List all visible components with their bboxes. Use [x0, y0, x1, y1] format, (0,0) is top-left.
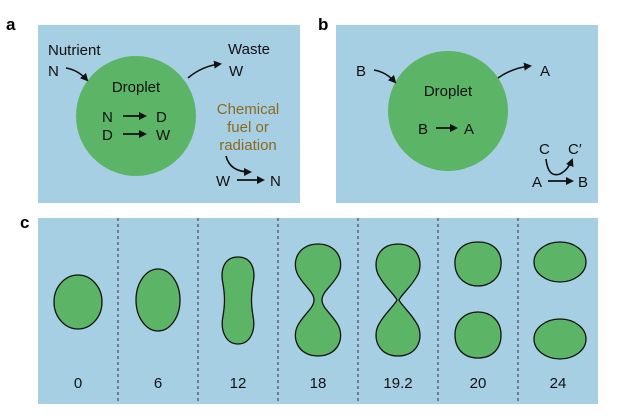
stage-dividers	[117, 218, 519, 404]
output-b-arrow	[497, 62, 532, 79]
waste-arrow	[187, 60, 222, 79]
droplet-stage-6	[135, 268, 181, 332]
panel-a-letter: a	[6, 15, 16, 34]
droplet-a-label: Droplet	[112, 79, 161, 96]
time-label: 6	[154, 375, 162, 392]
input-b-arrow	[373, 69, 397, 84]
waste-label: Waste	[228, 41, 270, 58]
cofactor-arrow	[545, 158, 574, 176]
time-label: 18	[310, 375, 327, 392]
regen-b-left: A	[532, 174, 542, 191]
cofactor-in: C	[539, 141, 550, 158]
droplet-b-label: Droplet	[424, 83, 473, 100]
reaction-b-left: B	[418, 121, 428, 138]
droplet-stage-12	[221, 256, 255, 345]
time-label: 0	[74, 375, 82, 392]
droplet-stage-18	[294, 243, 342, 357]
time-label: 19.2	[383, 375, 412, 392]
panel-b-letter: b	[318, 15, 328, 34]
reaction-1-left: N	[102, 109, 113, 126]
cofactor-out: C′	[568, 141, 582, 158]
fuel-line-3: radiation	[219, 137, 277, 154]
time-label: 24	[550, 375, 567, 392]
droplet-stage-0	[53, 274, 103, 330]
panel-c-letter: c	[20, 213, 29, 232]
time-label: 20	[470, 375, 487, 392]
nutrient-symbol: N	[48, 63, 59, 80]
regen-a-left: W	[216, 173, 231, 190]
reaction-1-right: D	[156, 109, 167, 126]
reaction-b-right: A	[464, 121, 474, 138]
nutrient-arrow	[65, 67, 89, 82]
droplet-stage-20-top	[454, 241, 502, 287]
droplet-stage-20-bottom	[454, 311, 502, 359]
regen-b-right: B	[578, 174, 588, 191]
output-b-symbol: A	[540, 63, 550, 80]
droplet-b	[388, 51, 508, 171]
time-label: 12	[230, 375, 247, 392]
reaction-2-left: D	[102, 127, 113, 144]
time-labels: 0 6 12 18 19.2 20 24	[74, 375, 567, 392]
fuel-line-1: Chemical	[217, 101, 280, 118]
regen-a-right: N	[270, 173, 281, 190]
input-b-symbol: B	[356, 63, 366, 80]
fuel-line-2: fuel or	[227, 119, 269, 136]
reaction-2-right: W	[156, 127, 171, 144]
waste-symbol: W	[229, 63, 244, 80]
droplet-stage-24-bottom	[533, 318, 587, 360]
droplet-stage-24-top	[533, 241, 587, 283]
fuel-arrow	[225, 155, 252, 176]
nutrient-label: Nutrient	[48, 42, 101, 59]
droplet-stage-19-2	[375, 243, 421, 357]
